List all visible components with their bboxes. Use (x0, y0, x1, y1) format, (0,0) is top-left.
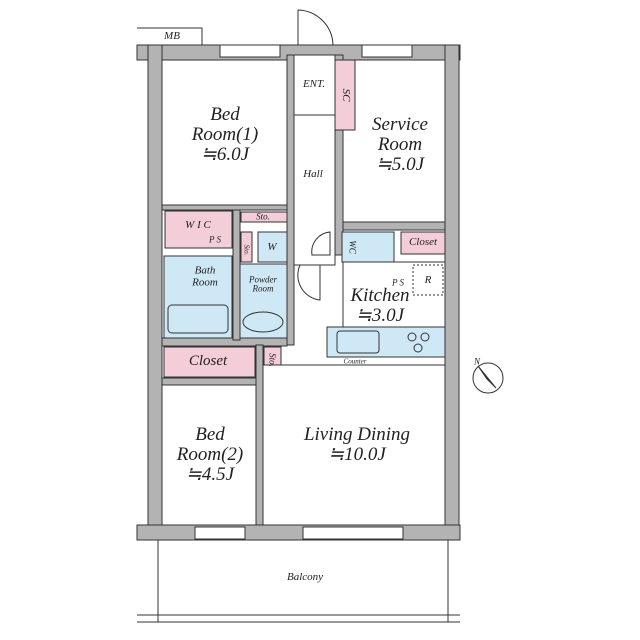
wall-interior-1 (286, 54, 295, 346)
window (302, 526, 404, 540)
north-label: N (473, 356, 481, 367)
counter-label: Counter (343, 357, 367, 366)
service-room-name: Service (372, 114, 428, 136)
stove-burner (407, 332, 417, 342)
wic-label: W I C (185, 219, 211, 232)
wall-left (147, 44, 163, 541)
balcony-label: Balcony (286, 571, 324, 584)
window (361, 44, 413, 58)
closet-1-label: Closet (408, 236, 438, 249)
storage-1 (240, 211, 288, 223)
wall-interior-7 (232, 209, 241, 341)
bedroom2-floor (161, 384, 257, 526)
storage-1-label: Sto. (256, 211, 270, 222)
living-dining-size: ≒10.0J (328, 444, 386, 465)
wall-interior-6 (161, 377, 263, 386)
wall-bottom (136, 524, 461, 541)
bath-name2: Room (192, 276, 218, 288)
bedroom1-name2: Room(1) (191, 124, 259, 146)
washer-space (257, 231, 288, 263)
closet-2-label: Closet (188, 353, 228, 370)
shoe-closet-label: SC (339, 88, 352, 102)
service-room-size: ≒5.0J (375, 153, 425, 175)
entrance-label: ENT. (302, 78, 326, 91)
service-room-label: Service Room ≒5.0J (372, 115, 428, 175)
ps-label: P S (208, 234, 222, 245)
bedroom2-label: Bed Room(2) ≒4.5J (177, 425, 243, 485)
washer-label: W (267, 241, 277, 254)
window (219, 44, 281, 58)
ps-label-2: P S (391, 277, 405, 288)
wall-interior-4 (342, 221, 446, 231)
kitchen-label: Kitchen ≒3.0J (350, 286, 409, 326)
wall-interior-5 (161, 337, 288, 347)
compass-needle-icon (477, 365, 497, 389)
powder-name: Powder (249, 274, 277, 285)
bedroom1-name: Bed (210, 104, 240, 126)
hall-door (311, 231, 331, 256)
storage-2 (240, 231, 253, 263)
bedroom1-size: ≒6.0J (200, 143, 250, 165)
stove-burner (420, 332, 430, 342)
mb-label: MB (164, 30, 180, 43)
bedroom2-size: ≒4.5J (185, 463, 235, 485)
storage-3-label: Sto. (267, 353, 278, 367)
powder-door (297, 264, 321, 301)
mb-box (137, 27, 203, 45)
bedroom2-name: Bed (195, 424, 225, 446)
bedroom2-name2: Room(2) (176, 444, 244, 466)
shoe-closet (334, 59, 356, 131)
kitchen-name: Kitchen (350, 285, 410, 307)
wc-room (341, 231, 395, 263)
wall-interior-8 (255, 344, 264, 526)
powder-name2: Room (252, 284, 274, 294)
service-room-floor (342, 59, 446, 223)
bath-label: Bath Room (192, 265, 218, 288)
wic (164, 210, 233, 249)
living-dining-name: Living Dining (303, 424, 411, 446)
kitchen-size: ≒3.0J (355, 305, 405, 326)
fridge-space (412, 264, 444, 296)
storage-2-label: Sto. (242, 244, 251, 256)
powder-label: Powder Room (249, 274, 277, 295)
window (194, 526, 246, 540)
bathtub (167, 304, 229, 334)
fridge-label: R (424, 274, 432, 287)
hall-label: Hall (303, 168, 323, 181)
wash-basin (242, 311, 284, 333)
sink (336, 330, 380, 354)
wall-interior-3 (161, 204, 288, 211)
wall-right (444, 44, 460, 541)
stove-burner (413, 343, 423, 353)
service-room-name2: Room (377, 134, 423, 156)
bath-name: Bath (194, 264, 216, 277)
entrance-door (297, 9, 334, 46)
living-dining-label: Living Dining ≒10.0J (304, 425, 410, 465)
living-dining-floor (262, 364, 446, 526)
bedroom1-floor (161, 59, 288, 206)
bedroom1-label: Bed Room(1) ≒6.0J (192, 105, 258, 165)
wc-label: WC (347, 240, 358, 254)
closet-2 (163, 346, 256, 378)
closet-1 (400, 231, 446, 255)
